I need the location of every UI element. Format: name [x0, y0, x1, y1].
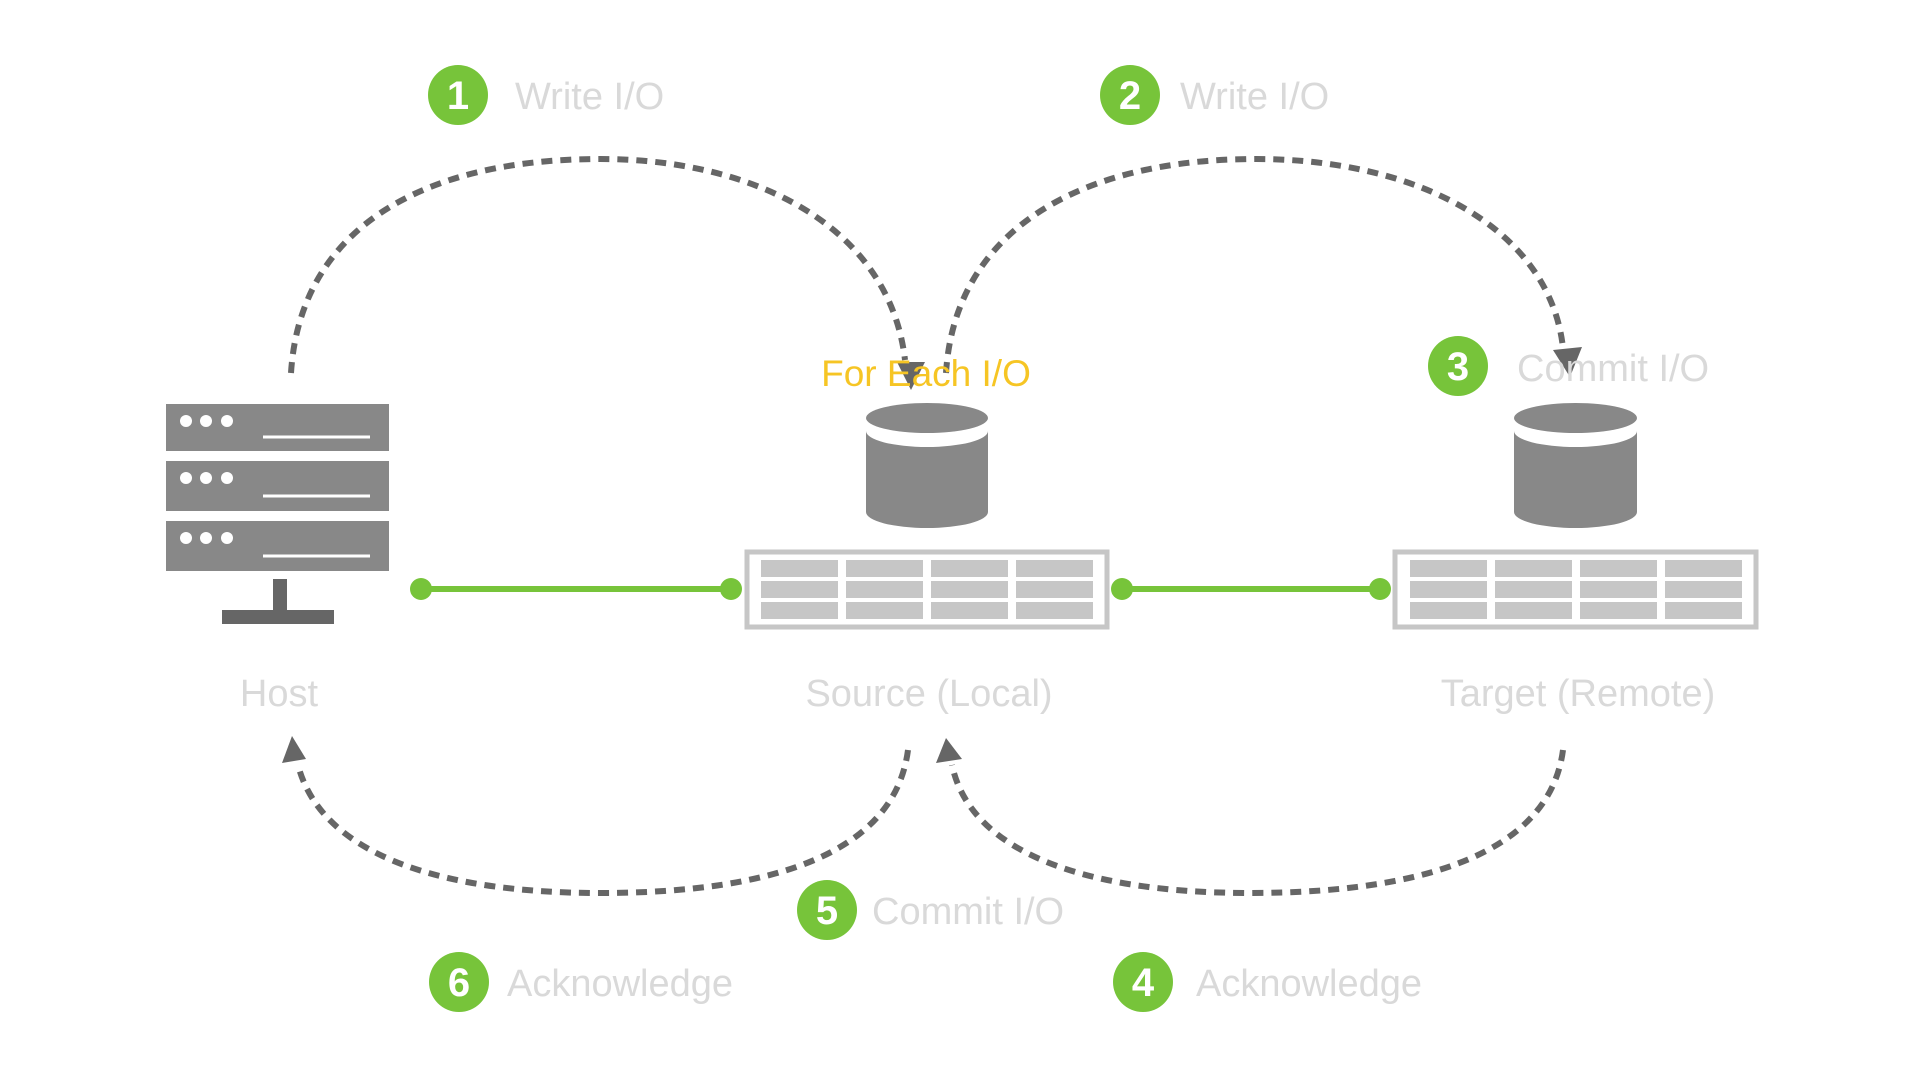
- step-badge: [1428, 336, 1488, 396]
- arrowhead-icon: [936, 738, 962, 763]
- step-label: Commit I/O: [872, 891, 1064, 933]
- step-1: 1 Write I/O: [428, 65, 664, 125]
- arrowhead-icon: [282, 736, 306, 763]
- switch-port: [761, 602, 838, 619]
- switch-port: [1016, 581, 1093, 598]
- arrowhead-icon: [897, 362, 925, 390]
- switch-port: [1016, 602, 1093, 619]
- switch-port: [1665, 581, 1742, 598]
- arrowhead-icon: [1553, 347, 1582, 377]
- step-number: 2: [1119, 74, 1141, 118]
- step-label: Acknowledge: [1196, 963, 1422, 1005]
- step-2: 2 Write I/O: [1100, 65, 1329, 125]
- step-3: 3 Commit I/O: [1428, 336, 1709, 396]
- arc-step-4-ack-target-to-source: [936, 738, 1566, 897]
- step-badge: [797, 880, 857, 940]
- step-number: 3: [1447, 345, 1469, 389]
- switch-port: [1580, 560, 1657, 577]
- step-badge: [1100, 65, 1160, 125]
- step-number: 4: [1132, 961, 1155, 1005]
- source-label: Source (Local): [805, 673, 1052, 715]
- arc-step-2-write-source-to-target: [943, 155, 1582, 377]
- step-number: 5: [816, 889, 838, 933]
- step-label: Acknowledge: [507, 963, 733, 1005]
- switch-port: [1410, 581, 1487, 598]
- arc-step-6-ack-source-to-host: [282, 736, 911, 897]
- source-database-cylinder-icon: [866, 403, 988, 528]
- switch-port: [931, 560, 1008, 577]
- switch-port: [1016, 560, 1093, 577]
- step-5: 5 Commit I/O: [797, 880, 1064, 940]
- switch-port: [846, 602, 923, 619]
- switch-port: [1665, 560, 1742, 577]
- step-6: 6 Acknowledge: [429, 952, 733, 1012]
- switch-port: [1495, 560, 1572, 577]
- step-badge: [1113, 952, 1173, 1012]
- step-4: 4 Acknowledge: [1113, 952, 1422, 1012]
- step-badge: [428, 65, 488, 125]
- switch-port: [1410, 602, 1487, 619]
- switch-port: [846, 560, 923, 577]
- switch-port: [931, 602, 1008, 619]
- switch-port: [1495, 581, 1572, 598]
- switch-port: [1410, 560, 1487, 577]
- arc-step-1-write-host-to-source: [288, 155, 925, 390]
- target-label: Target (Remote): [1441, 673, 1716, 715]
- switch-port: [1495, 602, 1572, 619]
- for-each-io-annotation: For Each I/O: [821, 353, 1031, 394]
- target-database-cylinder-icon: [1514, 403, 1637, 528]
- step-label: Write I/O: [1180, 76, 1329, 118]
- switch-port: [1580, 602, 1657, 619]
- link-host-to-source: [410, 578, 742, 600]
- server-rack-icon: [166, 404, 389, 624]
- step-number: 6: [448, 961, 470, 1005]
- step-number: 1: [447, 74, 469, 118]
- switch-port: [761, 560, 838, 577]
- switch-port: [761, 581, 838, 598]
- step-label: Write I/O: [515, 76, 664, 118]
- switch-port: [931, 581, 1008, 598]
- link-source-to-target: [1111, 578, 1391, 600]
- switch-port: [1665, 602, 1742, 619]
- switch-port: [846, 581, 923, 598]
- target-storage-switch-icon: [1392, 549, 1759, 630]
- host-label: Host: [240, 673, 319, 715]
- step-badge: [429, 952, 489, 1012]
- step-label: Commit I/O: [1517, 348, 1709, 390]
- switch-port: [1580, 581, 1657, 598]
- source-storage-switch-icon: [744, 549, 1110, 630]
